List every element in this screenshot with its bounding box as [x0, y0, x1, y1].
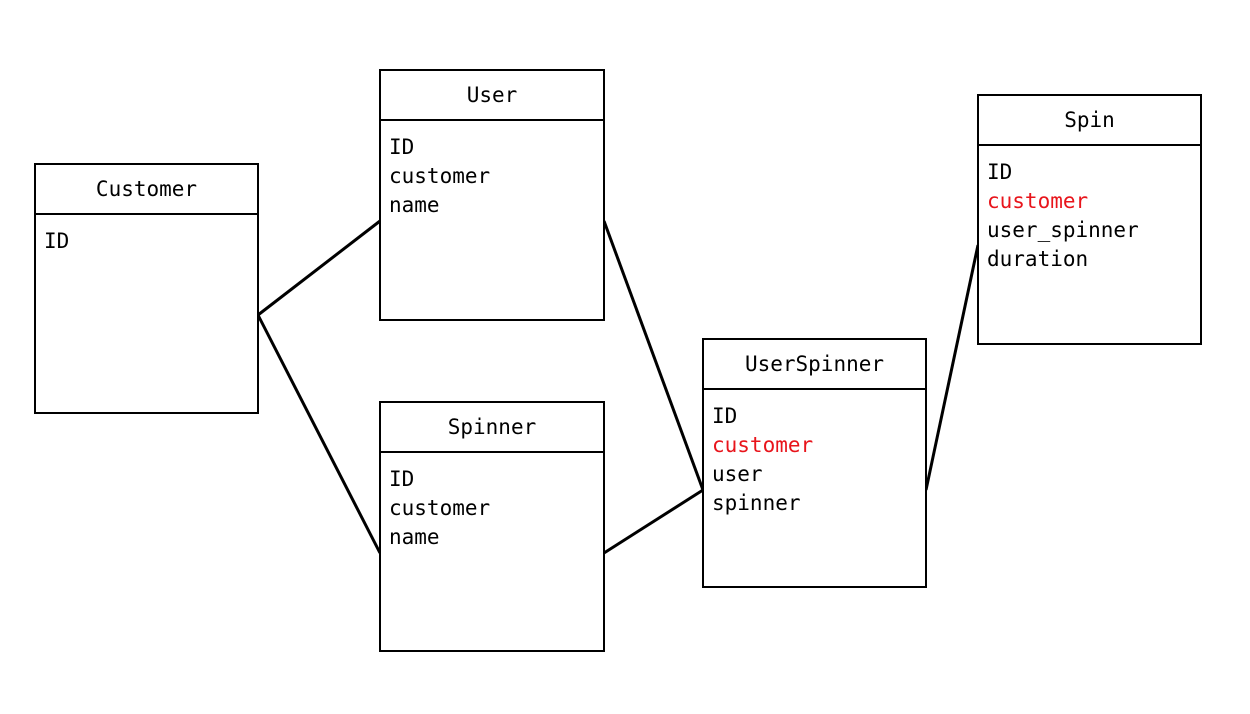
entity-user[interactable]: User ID customer name: [379, 69, 605, 321]
field-list: ID customer user_spinner duration: [979, 146, 1200, 274]
field-duration: duration: [987, 247, 1089, 271]
entity-title: Spin: [979, 96, 1200, 146]
field-id: ID: [712, 404, 738, 428]
field-user-spinner: user_spinner: [987, 218, 1139, 242]
field-list: ID customer name: [381, 453, 603, 552]
connector-customer-user: [257, 219, 381, 317]
entity-title: Spinner: [381, 403, 603, 453]
field-id: ID: [389, 467, 415, 491]
field-spinner: spinner: [712, 491, 801, 515]
entity-title: UserSpinner: [704, 340, 925, 390]
connector-userspinner-spin: [924, 244, 980, 491]
entity-title: Customer: [36, 165, 257, 215]
field-id: ID: [44, 229, 70, 253]
field-customer: customer: [987, 189, 1089, 213]
field-list: ID customer name: [381, 121, 603, 220]
entity-customer[interactable]: Customer ID: [34, 163, 259, 414]
field-id: ID: [389, 135, 415, 159]
field-list: ID: [36, 215, 257, 256]
field-name: name: [389, 525, 440, 549]
connector-user-userspinner: [602, 220, 705, 491]
field-customer: customer: [712, 433, 814, 457]
entity-title: User: [381, 71, 603, 121]
entity-spinner[interactable]: Spinner ID customer name: [379, 401, 605, 652]
field-list: ID customer user spinner: [704, 390, 925, 518]
field-name: name: [389, 193, 440, 217]
connector-spinner-userspinner: [603, 488, 704, 555]
entity-userspinner[interactable]: UserSpinner ID customer user spinner: [702, 338, 927, 588]
field-id: ID: [987, 160, 1013, 184]
field-customer: customer: [389, 164, 491, 188]
field-customer: customer: [389, 496, 491, 520]
entity-spin[interactable]: Spin ID customer user_spinner duration: [977, 94, 1202, 345]
field-user: user: [712, 462, 763, 486]
connector-customer-spinner: [256, 314, 382, 554]
